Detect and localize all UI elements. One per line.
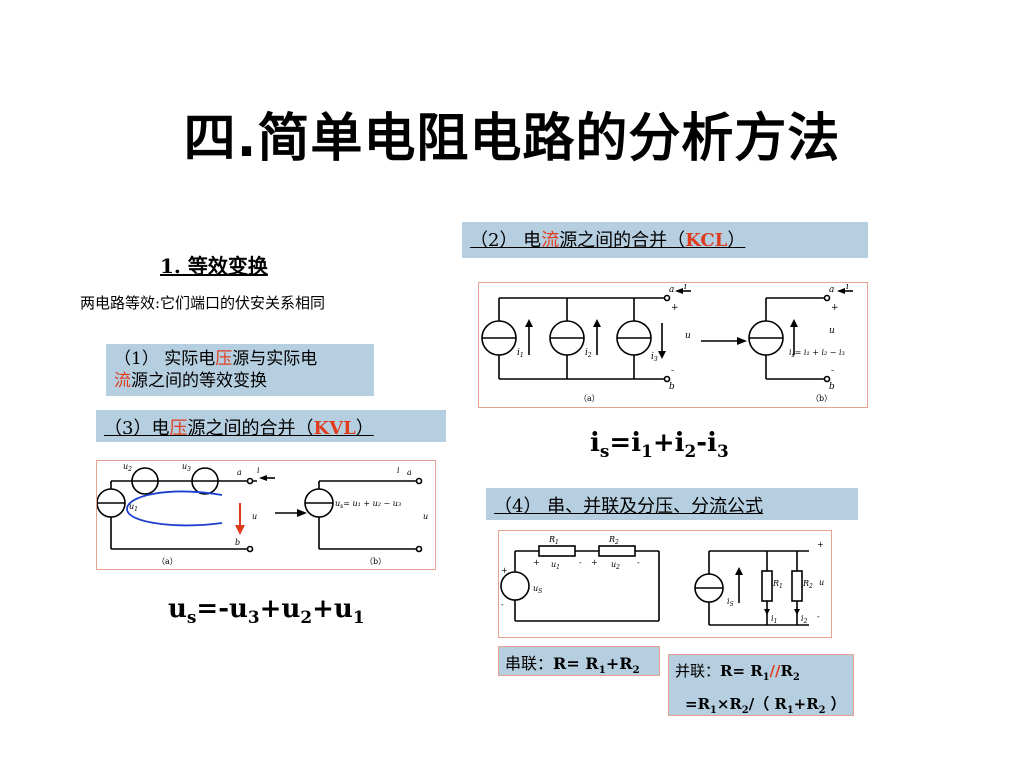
kvl-node-a: a [237, 468, 242, 477]
box2-text-1: （2） 电 [470, 230, 542, 251]
kcl-right-node-a: a [829, 285, 834, 295]
parallel-i2-label: i2 [801, 614, 808, 625]
kcl-right-plus: + [831, 303, 839, 313]
kcl-voltage-u: u [685, 331, 691, 341]
kvl-equation-label: us= u₁ + u₂ − u₃ [335, 499, 401, 510]
box3-red-2: KVL [313, 418, 356, 439]
parallel-plus: + [817, 540, 824, 549]
kcl-node-b: b [669, 382, 675, 392]
parallel-r1-label: R1 [772, 579, 783, 590]
box1-text-3: 源之间的等效变换 [131, 371, 267, 391]
kcl-circuit-figure: i1 i2 i3 a i + u - b a i + u - b is= i₁ … [478, 282, 868, 408]
kcl-i1-label: i1 [517, 348, 524, 359]
box1-red-1: 压 [215, 349, 233, 369]
box2-red-1: 流 [541, 230, 560, 251]
kcl-right-minus: - [831, 366, 834, 376]
series-r1-label: R1 [548, 535, 559, 546]
kcl-i3-label: i3 [651, 352, 658, 363]
kcl-node-a: a [669, 285, 674, 295]
series-parallel-circuit-figure: R1 R2 u1 u2 + - + - + - uS iS R1 R2 i1 i… [498, 530, 832, 638]
parallel-r2-label: R2 [802, 579, 813, 590]
series-formula-box: 串联：R= R1+R2 [498, 646, 660, 676]
series-source-minus: - [501, 600, 504, 609]
label-box-kvl: （3）电压源之间的合并（KVL） [96, 410, 446, 442]
kvl-circuit-figure: u2 u3 u1 a i u b i a u us= u₁ + u₂ − u₃ … [96, 460, 436, 570]
kcl-right-node-b: b [829, 382, 835, 392]
box3-text-1: （3）电 [104, 418, 170, 439]
series-us-label: uS [533, 584, 542, 595]
series-minus-1: - [579, 558, 582, 567]
parallel-i1-label: i1 [771, 614, 777, 625]
parallel-formula-box: 并联：R= R1//R2 =R1×R2/（ R1+R2 ） [668, 654, 854, 716]
kvl-formula: us=-u3+u2+u1 [168, 594, 365, 628]
parallel-formula-line2: =R1×R2/（ R1+R2 ） [685, 695, 846, 716]
kcl-minus: - [671, 366, 674, 376]
kcl-circuit-svg: i1 i2 i3 a i + u - b a i + u - b is= i₁ … [481, 283, 853, 403]
kvl-current-i: i [257, 466, 260, 475]
box2-text-3: ） [727, 230, 746, 251]
box1-text-1: （1） 实际电 [114, 349, 216, 369]
parallel-formula-line1: 并联：R= R1//R2 [675, 662, 800, 683]
series-parallel-svg: R1 R2 u1 u2 + - + - + - uS iS R1 R2 i1 i… [500, 535, 824, 626]
equivalence-description: 两电路等效:它们端口的伏安关系相同 [80, 294, 326, 312]
kvl-right-current-i: i [397, 466, 400, 475]
kcl-right-voltage-u: u [829, 326, 835, 336]
kcl-caption-a: （a） [579, 394, 600, 403]
label-box-kcl: （2） 电流源之间的合并（KCL） [462, 222, 868, 258]
kcl-formula: is=i1+i2-i3 [590, 428, 729, 462]
kvl-right-voltage-u: u [423, 512, 428, 521]
box1-red-2: 流 [114, 371, 131, 391]
parallel-is-label: iS [727, 597, 734, 608]
label-box-series-parallel: （4） 串、并联及分压、分流公式 [486, 488, 858, 520]
kvl-u3-label: u3 [182, 462, 191, 473]
kcl-right-current-i: i [846, 283, 849, 292]
kvl-circuit-svg: u2 u3 u1 a i u b i a u us= u₁ + u₂ − u₃ … [97, 462, 428, 566]
box2-red-2: KCL [685, 230, 728, 251]
kcl-plus: + [671, 303, 679, 313]
kvl-caption-a: （a） [157, 557, 178, 566]
section-heading: 1. 等效变换 [160, 254, 268, 278]
label-box-voltage-current-conversion: （1） 实际电压源与实际电 流源之间的等效变换 [106, 344, 374, 396]
parallel-minus: - [817, 612, 820, 621]
box3-text-3: ） [355, 418, 374, 439]
series-r2-label: R2 [608, 535, 619, 546]
series-u1-label: u1 [551, 560, 560, 571]
kcl-caption-b: （b） [811, 394, 832, 403]
series-plus-2: + [591, 558, 598, 567]
kcl-current-i: i [684, 283, 687, 292]
series-u2-label: u2 [611, 560, 620, 571]
kcl-i2-label: i2 [585, 348, 592, 359]
box1-text-2: 源与实际电 [232, 349, 318, 369]
box3-text-2: 源之间的合并（ [187, 418, 314, 439]
kcl-equation-label: is= i₁ + i₂ − i₃ [789, 348, 845, 359]
box3-red-1: 压 [169, 418, 188, 439]
kvl-caption-b: （b） [365, 557, 386, 566]
kvl-voltage-u: u [252, 512, 257, 521]
series-source-plus: + [501, 566, 508, 575]
series-plus-1: + [533, 558, 540, 567]
parallel-voltage-u: u [819, 578, 824, 587]
box2-text-2: 源之间的合并（ [559, 230, 686, 251]
kvl-u2-label: u2 [123, 462, 132, 473]
kvl-right-node-a: a [407, 468, 412, 477]
kvl-u1-label: u1 [129, 502, 138, 513]
page-title: 四.简单电阻电路的分析方法 [183, 109, 841, 169]
kvl-node-b: b [235, 538, 240, 547]
series-minus-2: - [637, 558, 640, 567]
